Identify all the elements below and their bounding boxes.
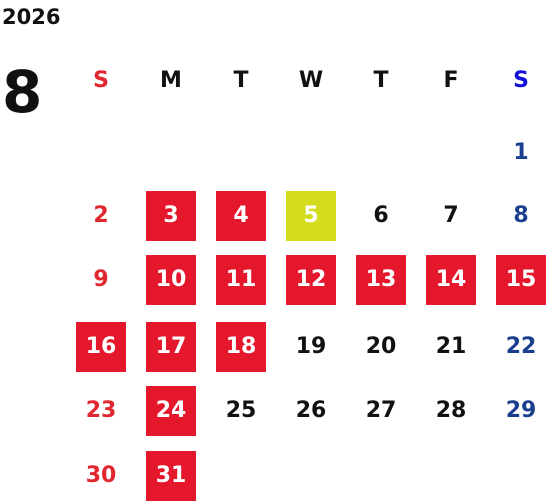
day-cell-24[interactable]: 24 bbox=[146, 386, 196, 436]
day-cell-23[interactable]: 23 bbox=[85, 398, 117, 423]
day-cell-22[interactable]: 22 bbox=[505, 334, 537, 359]
day-cell-4[interactable]: 4 bbox=[216, 191, 266, 241]
day-cell-21[interactable]: 21 bbox=[435, 334, 467, 359]
day-cell-19[interactable]: 19 bbox=[295, 334, 327, 359]
weekday-header-2: T bbox=[233, 68, 249, 93]
day-cell-14[interactable]: 14 bbox=[426, 255, 476, 305]
day-cell-11[interactable]: 11 bbox=[216, 255, 266, 305]
weekday-header-6: S bbox=[513, 68, 529, 93]
day-cell-6[interactable]: 6 bbox=[373, 203, 389, 228]
day-cell-3[interactable]: 3 bbox=[146, 191, 196, 241]
day-cell-27[interactable]: 27 bbox=[365, 398, 397, 423]
day-cell-9[interactable]: 9 bbox=[93, 267, 109, 292]
weekday-header-1: M bbox=[160, 68, 182, 93]
day-cell-28[interactable]: 28 bbox=[435, 398, 467, 423]
day-cell-7[interactable]: 7 bbox=[443, 203, 459, 228]
day-cell-30[interactable]: 30 bbox=[85, 463, 117, 488]
day-cell-16[interactable]: 16 bbox=[76, 322, 126, 372]
day-cell-31[interactable]: 31 bbox=[146, 451, 196, 501]
day-cell-13[interactable]: 13 bbox=[356, 255, 406, 305]
weekday-header-5: F bbox=[443, 68, 459, 93]
day-cell-1[interactable]: 1 bbox=[513, 140, 529, 165]
day-cell-15[interactable]: 15 bbox=[496, 255, 546, 305]
day-cell-29[interactable]: 29 bbox=[505, 398, 537, 423]
day-cell-12[interactable]: 12 bbox=[286, 255, 336, 305]
calendar-month: 8 bbox=[2, 58, 43, 126]
day-cell-18[interactable]: 18 bbox=[216, 322, 266, 372]
day-cell-20[interactable]: 20 bbox=[365, 334, 397, 359]
weekday-header-3: W bbox=[298, 68, 324, 93]
calendar-year: 2026 bbox=[2, 5, 61, 29]
day-cell-8[interactable]: 8 bbox=[513, 203, 529, 228]
day-cell-5[interactable]: 5 bbox=[286, 191, 336, 241]
day-cell-17[interactable]: 17 bbox=[146, 322, 196, 372]
day-cell-2[interactable]: 2 bbox=[93, 203, 109, 228]
day-cell-25[interactable]: 25 bbox=[225, 398, 257, 423]
day-cell-10[interactable]: 10 bbox=[146, 255, 196, 305]
weekday-header-0: S bbox=[93, 68, 109, 93]
weekday-header-4: T bbox=[373, 68, 389, 93]
day-cell-26[interactable]: 26 bbox=[295, 398, 327, 423]
